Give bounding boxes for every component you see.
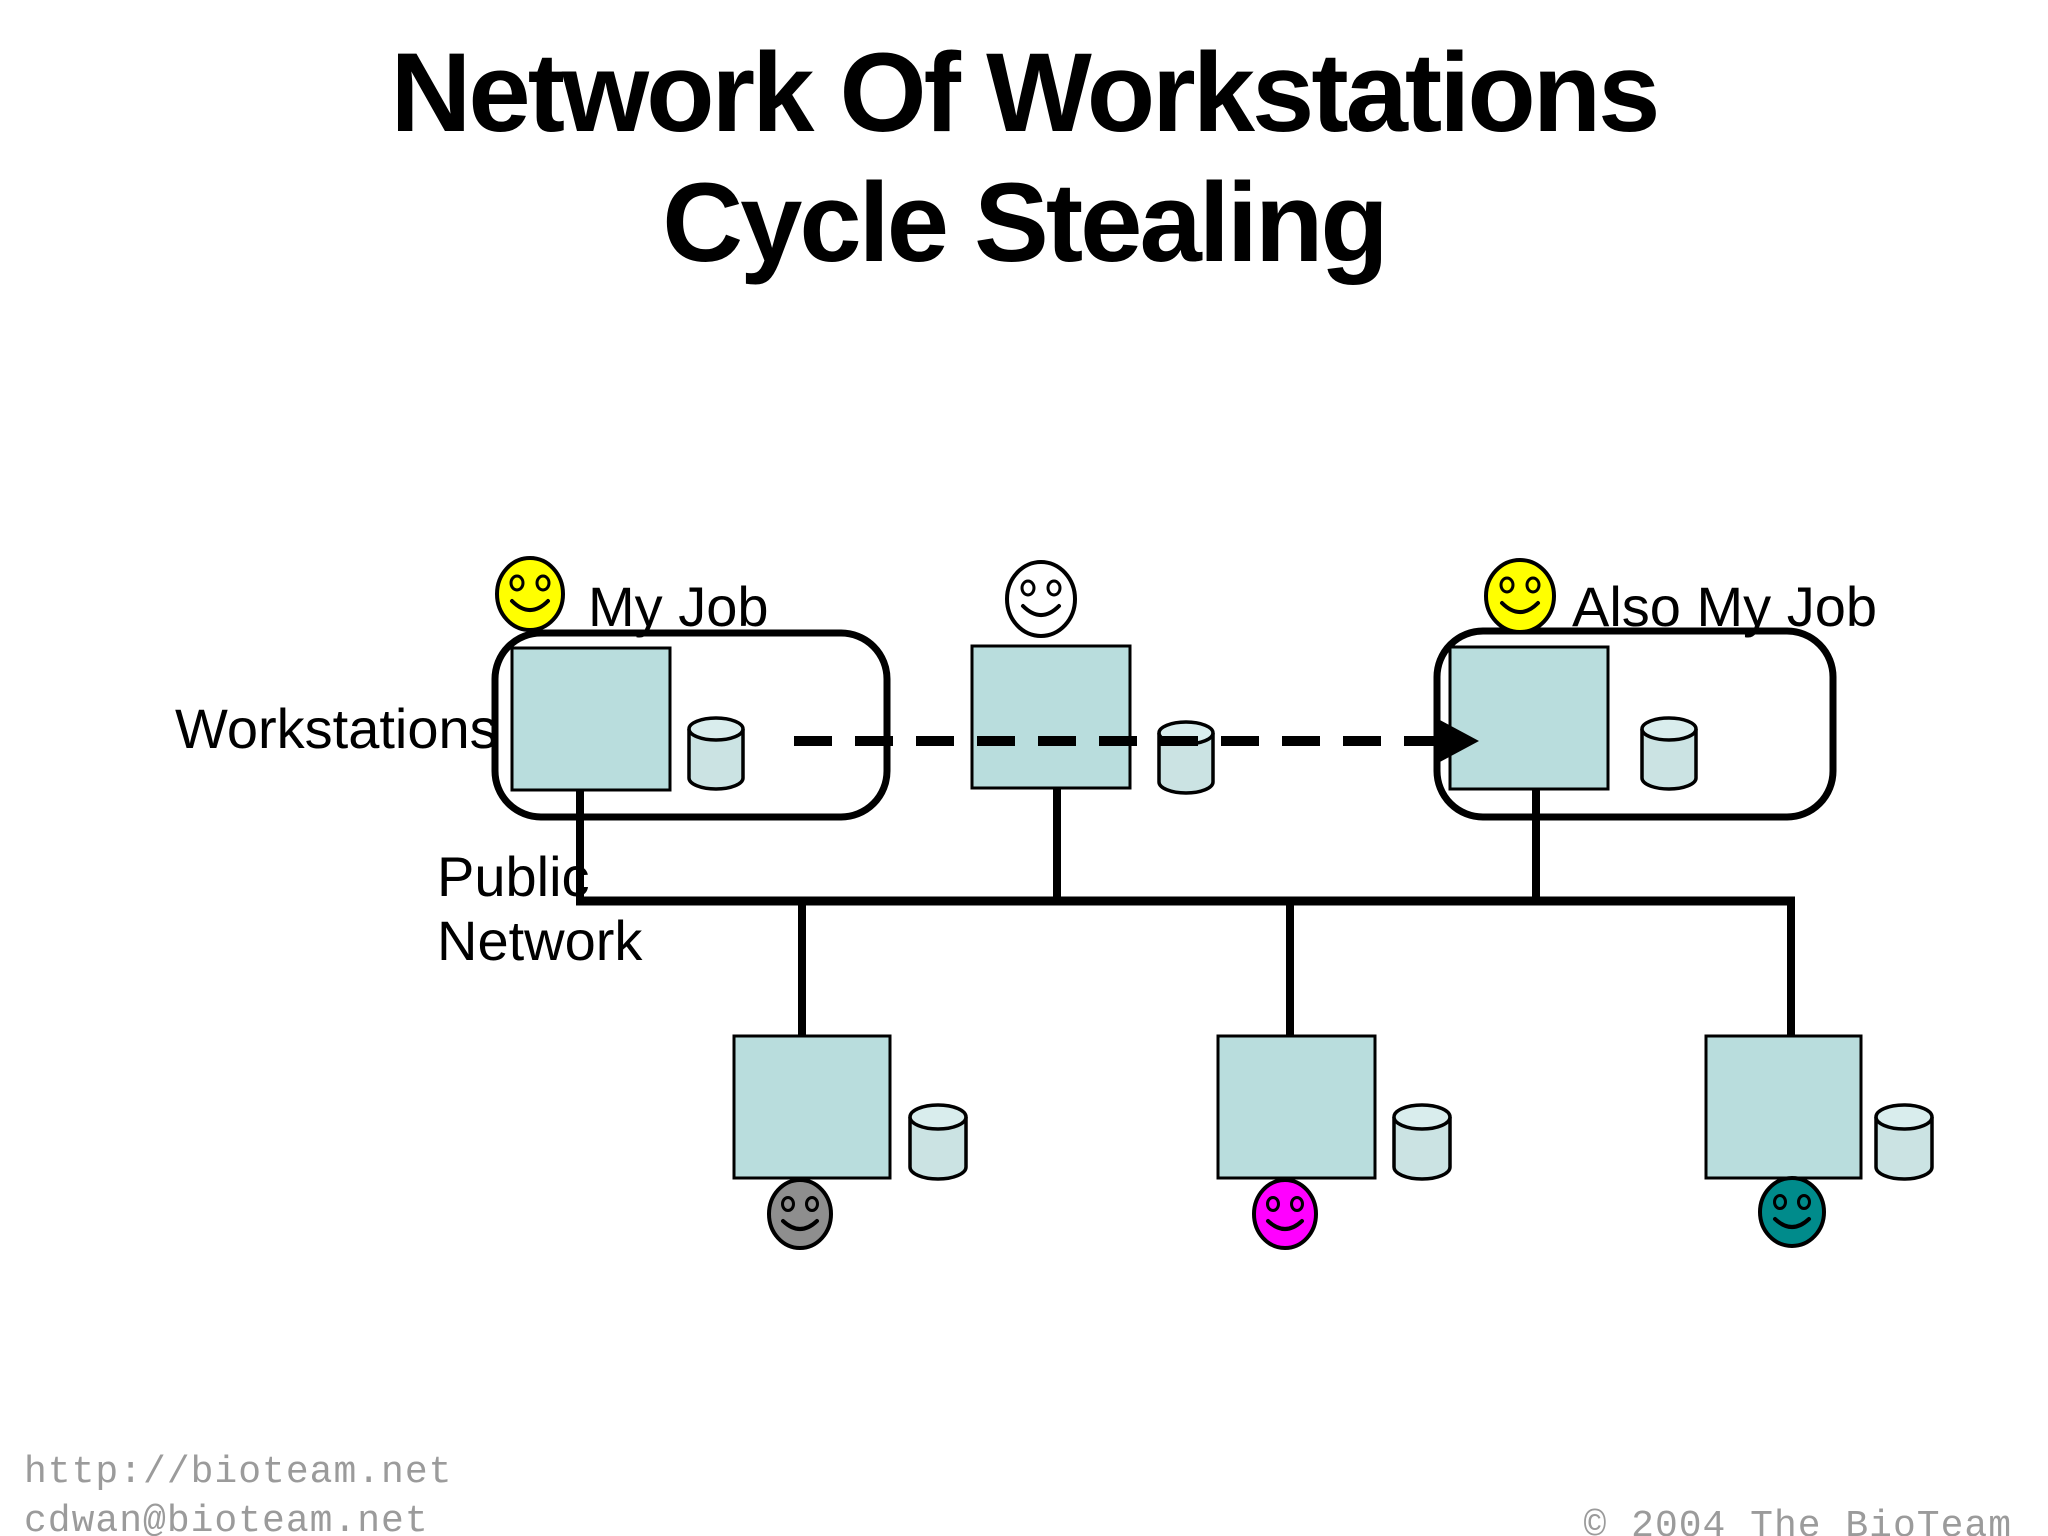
smiley-eye [1499,576,1515,594]
smiley-eye [1046,579,1062,597]
workstation-1-disk-icon [687,716,745,791]
server-1-computer-icon [732,1034,892,1180]
smiley-eye [1266,1196,1280,1212]
disk-top [1392,1103,1452,1131]
server-2-computer-icon [1216,1034,1377,1180]
smiley-face [767,1178,833,1250]
disk-body [1640,729,1698,791]
remote-user-gray-smiley-icon [767,1178,833,1250]
smiley-mouth [1021,604,1061,617]
smiley-mouth [510,599,550,612]
remote-user-teal-smiley-icon [1758,1176,1826,1248]
disk-body [687,729,745,791]
smiley-eye [509,574,525,592]
public-network-label-line2: Network [437,909,643,972]
smiley-face [1005,560,1077,638]
disk-body [1874,1117,1934,1181]
workstation-3-disk-icon [1640,716,1698,791]
disk-body [1392,1117,1452,1181]
disk-top [687,716,745,742]
smiley-eye [535,574,551,592]
footer-url: http://bioteam.net [24,1451,453,1494]
smiley-eye [1020,579,1036,597]
my-job-smiley-icon [495,556,565,632]
footer-copyright: © 2004 The BioTeam [1583,1505,2012,1536]
smiley-mouth [1773,1217,1811,1229]
workstation-2-computer-icon [970,644,1132,790]
idle-user-smiley-icon [1005,560,1077,638]
disk-top [1640,716,1698,742]
smiley-mouth [1266,1219,1304,1231]
workstations-label: Workstations [175,697,498,760]
title-line-2: Cycle Stealing [662,160,1389,285]
server-1-disk-icon [908,1103,968,1181]
cycle-stealing-arrow-head [1438,719,1479,763]
smiley-mouth [1500,601,1540,614]
title-line-1: Network Of Workstations [390,30,1661,155]
slide-title: Network Of Workstations Cycle Stealing [0,28,2048,288]
smiley-eye [781,1196,795,1212]
smiley-mouth [781,1219,819,1231]
remote-user-magenta-smiley-icon [1252,1178,1318,1250]
smiley-eye [1290,1196,1304,1212]
disk-body [1157,733,1215,795]
smiley-eye [1797,1194,1811,1210]
smiley-face [495,556,565,632]
also-my-job-smiley-icon [1484,558,1556,634]
footer-contact: http://bioteam.net cdwan@bioteam.net [24,1448,452,1536]
public-network-label-line1: Public [437,845,590,908]
smiley-eye [1773,1194,1787,1210]
workstation-1-computer-icon [510,646,672,792]
smiley-eye [805,1196,819,1212]
server-3-disk-icon [1874,1103,1934,1181]
my-job-label: My Job [588,575,769,638]
footer-email: cdwan@bioteam.net [24,1500,429,1536]
workstation-3-computer-icon [1448,645,1610,791]
also-my-job-label: Also My Job [1572,575,1877,638]
smiley-eye [1525,576,1541,594]
disk-body [908,1117,968,1181]
smiley-face [1758,1176,1826,1248]
smiley-face [1484,558,1556,634]
server-3-computer-icon [1704,1034,1863,1180]
disk-top [908,1103,968,1131]
workstation-2-disk-icon [1157,720,1215,795]
server-2-disk-icon [1392,1103,1452,1181]
smiley-face [1252,1178,1318,1250]
disk-top [1874,1103,1934,1131]
